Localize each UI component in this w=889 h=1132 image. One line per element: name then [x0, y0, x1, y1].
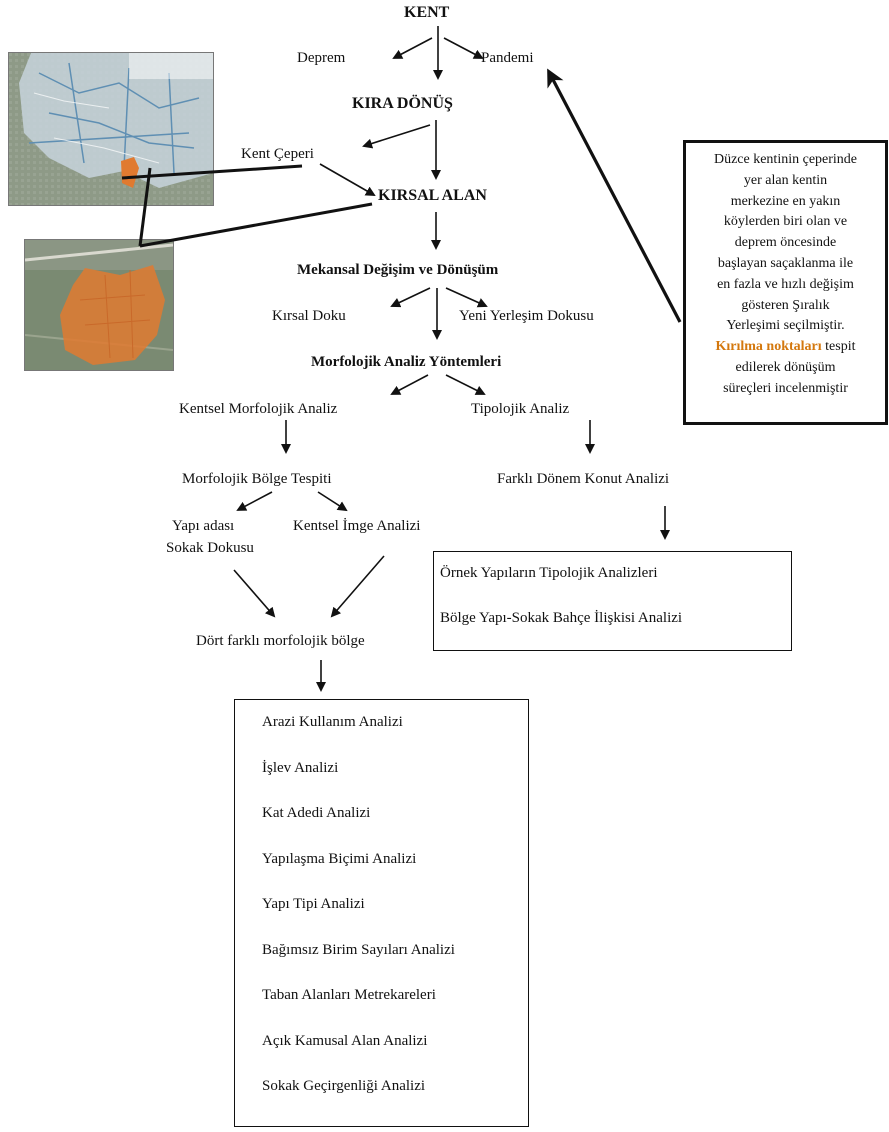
node-mekansal: Mekansal Değişim ve Dönüşüm [297, 262, 499, 278]
analysis-item: Kat Adedi Analizi [262, 805, 371, 821]
note-line: Düzce kentinin çeperinde [713, 152, 858, 167]
analyses-box: Arazi Kullanım Analizi İşlev Analizi Kat… [234, 699, 529, 1127]
note-line: edilerek dönüşüm [735, 359, 836, 375]
arrow-kent-pandemi [443, 37, 484, 59]
note-highlight-rest: tespit [821, 339, 856, 355]
arrow-mekansal-kirsal-doku [390, 287, 431, 308]
arrow-yontem-tipolojik [445, 374, 486, 395]
typology-item: Bölge Yapı-Sokak Bahçe İlişkisi Analizi [440, 610, 683, 626]
analysis-item: Yapılaşma Biçimi Analizi [262, 851, 417, 867]
node-sokak-dokusu: Sokak Dokusu [166, 540, 254, 556]
analysis-item: Taban Alanları Metrekareleri [262, 987, 436, 1003]
node-bolge-tespiti: Morfolojik Bölge Tespiti [182, 471, 332, 487]
analysis-item: Açık Kamusal Alan Analizi [262, 1033, 428, 1049]
note-highlight: Kırılma noktaları [715, 339, 822, 355]
connector-kirsal-map [139, 202, 373, 248]
node-deprem: Deprem [297, 50, 346, 66]
node-yapi-adasi: Yapı adası [172, 518, 235, 534]
note-highlight-line: Kırılma noktaları tespit [690, 337, 881, 358]
node-kent: KENT [404, 4, 450, 21]
arrow-bolge-yapi [236, 491, 273, 511]
node-pandemi: Pandemi [481, 50, 534, 66]
note-line: en fazla ve hızlı değişim [717, 276, 854, 292]
analysis-item: Yapı Tipi Analizi [262, 896, 365, 912]
typology-item: Örnek Yapıların Tipolojik Analizleri [440, 565, 658, 581]
note-box: Düzce kentinin çeperinde yer alan kentin… [683, 140, 888, 425]
arrow-kent-deprem [392, 37, 433, 59]
arrow-note-pandemi [547, 68, 682, 323]
node-kentsel-morfolojik: Kentsel Morfolojik Analiz [179, 401, 338, 417]
village-satellite-map [24, 239, 174, 371]
note-line: başlayan saçaklanma ile [717, 255, 854, 271]
arrow-sokak-dort [233, 569, 276, 618]
arrow-yontem-kentsel [390, 374, 429, 395]
node-farkli-donem: Farklı Dönem Konut Analizi [497, 471, 670, 487]
node-kirsal-alan: KIRSAL ALAN [378, 187, 487, 204]
node-kirsal-doku: Kırsal Doku [272, 308, 346, 324]
city-satellite-map [8, 52, 214, 206]
typology-box: Örnek Yapıların Tipolojik Analizleri Böl… [433, 551, 792, 651]
analysis-item: Bağımsız Birim Sayıları Analizi [262, 942, 455, 958]
analysis-item: Arazi Kullanım Analizi [262, 714, 403, 730]
note-line: köylerden biri olan ve [723, 214, 848, 230]
note-line: deprem öncesinde [734, 235, 837, 251]
note-line: gösteren Şıralık [741, 297, 830, 313]
arrow-mekansal-yeni [445, 287, 488, 308]
analysis-item: Sokak Geçirgenliği Analizi [262, 1078, 426, 1094]
note-line: Yerleşimi seçilmiştir. [726, 318, 845, 334]
node-kent-ceperi: Kent Çeperi [241, 146, 314, 162]
node-tipolojik: Tipolojik Analiz [471, 401, 570, 417]
connector-ceper-map [121, 164, 303, 180]
node-dort-bolge: Dört farklı morfolojik bölge [196, 633, 365, 649]
arrow-ceper-kirsal [319, 163, 376, 196]
node-yeni-yerlesim: Yeni Yerleşim Dokusu [459, 308, 594, 324]
note-line: yer alan kentin [743, 172, 828, 188]
node-imge-analizi: Kentsel İmge Analizi [293, 518, 421, 534]
connector-maps-vertical [138, 167, 152, 247]
arrow-kira-ceper [362, 124, 431, 149]
analysis-item: İşlev Analizi [262, 760, 339, 776]
node-morfolojik-yontem: Morfolojik Analiz Yöntemleri [311, 354, 502, 370]
arrow-bolge-imge [317, 491, 348, 512]
note-line: süreçleri incelenmiştir [723, 380, 848, 396]
note-line: merkezine en yakın [730, 193, 841, 209]
arrow-imge-dort [330, 555, 385, 618]
node-kira-donus: KIRA DÖNÜŞ [352, 95, 453, 112]
